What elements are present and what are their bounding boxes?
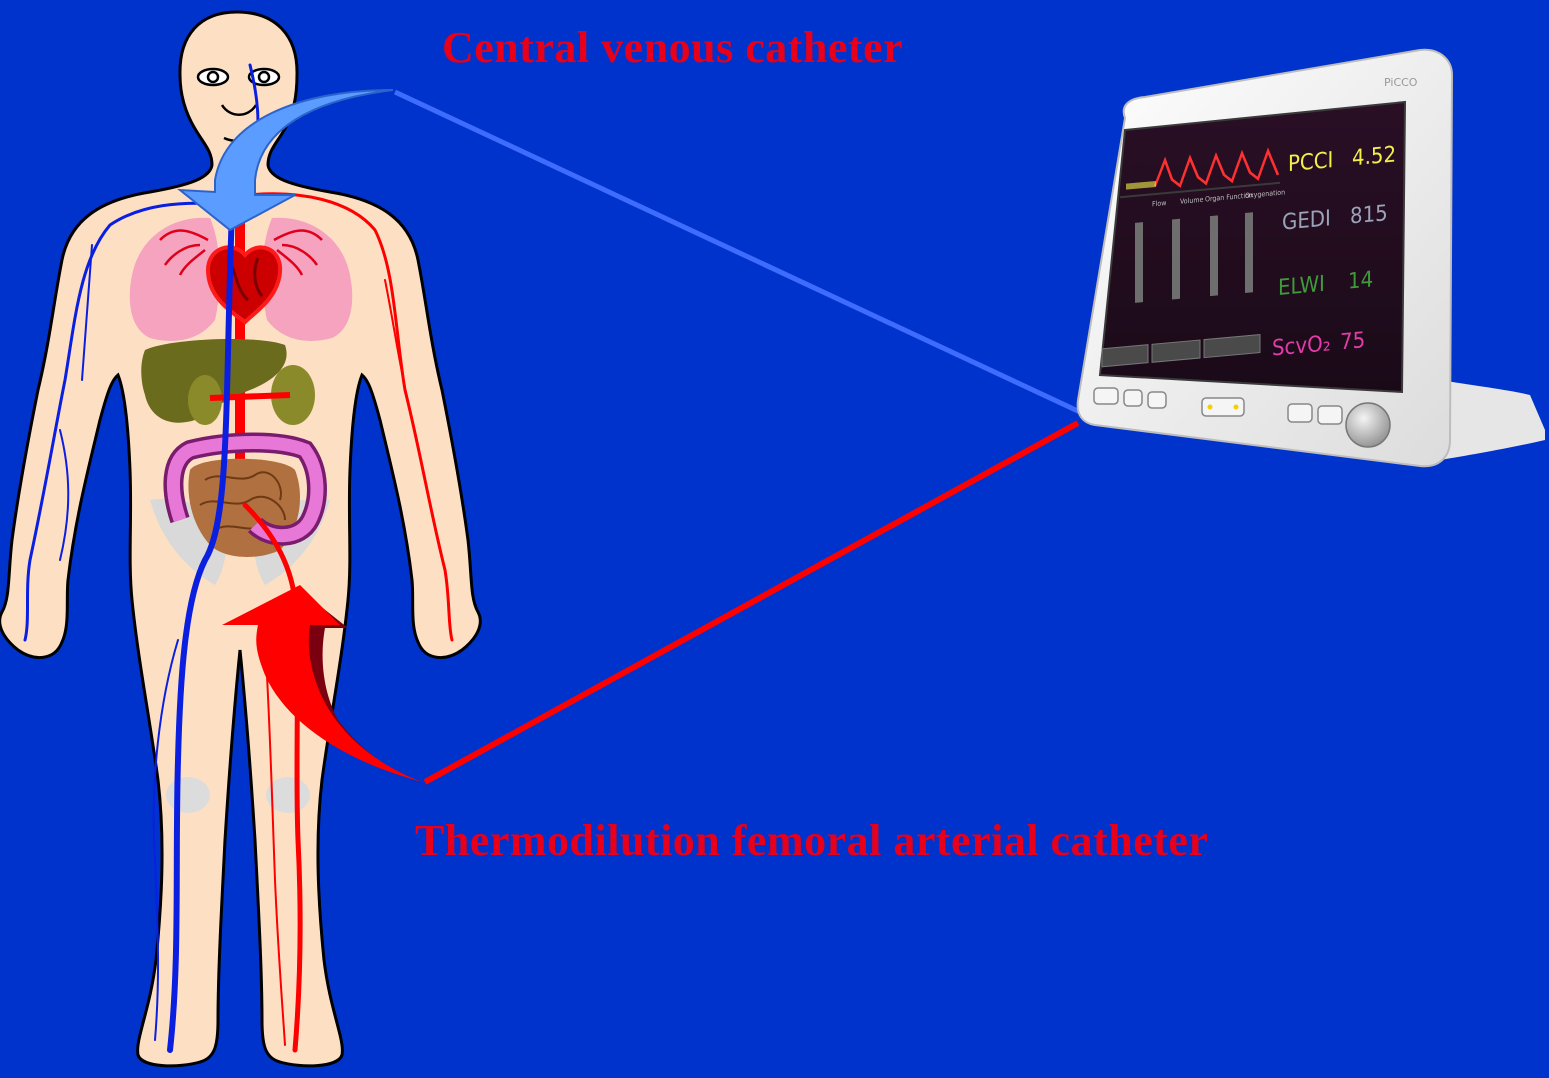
rotary-knob[interactable]: [1346, 403, 1390, 447]
venous-connection-line: [395, 92, 1080, 412]
param-pcci-label: PCCI: [1288, 148, 1333, 177]
power-button[interactable]: [1094, 388, 1118, 404]
picco-monitor: Flow Volume Organ Function Oxygenation P…: [1078, 50, 1545, 466]
monitor-stand: [1440, 380, 1545, 460]
monitor-softkey[interactable]: [1102, 345, 1148, 367]
param-pcci-value: 4.52: [1352, 142, 1396, 171]
param-scvo2-label: ScvO₂: [1272, 331, 1331, 361]
param-gedi-label: GEDI: [1282, 206, 1331, 235]
param-scvo2-value: 75: [1340, 328, 1365, 355]
monitor-brand: PiCCO: [1384, 76, 1418, 89]
print-button[interactable]: [1148, 392, 1166, 408]
knee-joints: [166, 777, 310, 813]
monitor-softkey[interactable]: [1152, 340, 1200, 362]
param-elwi-value: 14: [1348, 267, 1373, 294]
monitor-tab[interactable]: Flow: [1152, 198, 1166, 208]
central-venous-catheter-label: Central venous catheter: [442, 22, 903, 73]
back-button[interactable]: [1318, 406, 1342, 424]
param-gedi-value: 815: [1350, 201, 1388, 229]
renal-arteries: [210, 395, 290, 398]
home-button[interactable]: [1288, 404, 1312, 422]
femoral-arterial-catheter-label: Thermodilution femoral arterial catheter: [415, 815, 1208, 866]
arterial-connection-line: [425, 423, 1078, 782]
param-elwi-label: ELWI: [1278, 272, 1325, 301]
help-button[interactable]: [1124, 390, 1142, 406]
